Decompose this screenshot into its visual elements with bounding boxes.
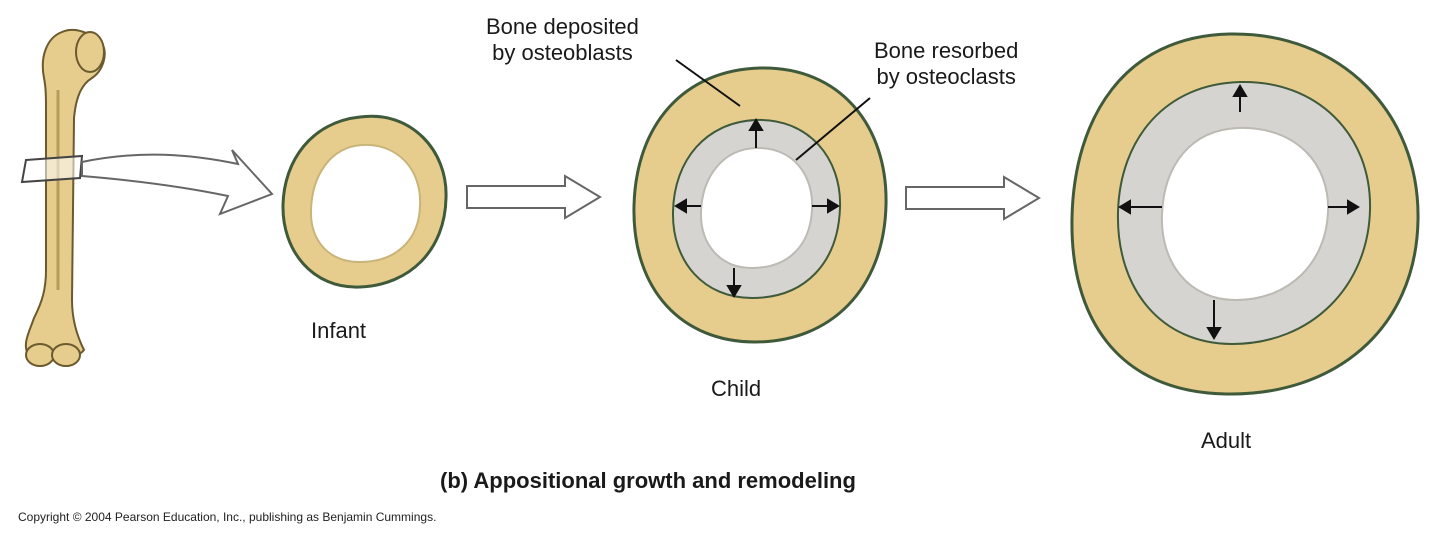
label-bone-resorbed-line1: Bone resorbed — [874, 38, 1019, 63]
adult-cross-section — [1070, 32, 1420, 396]
adult-growth-arrows — [1118, 84, 1360, 340]
label-infant: Infant — [311, 318, 367, 343]
growth-arrow-1 — [466, 174, 602, 220]
growth-arrow-2 — [905, 175, 1041, 221]
label-bone-resorbed: Bone resorbed by osteoclasts — [874, 38, 1018, 90]
slice-plane — [20, 154, 84, 184]
label-bone-resorbed-line2: by osteoclasts — [876, 64, 1016, 89]
label-bone-deposited: Bone deposited by osteoblasts — [486, 14, 639, 66]
curved-arrow — [81, 149, 274, 216]
label-child: Child — [711, 376, 762, 401]
copyright-notice: Copyright © 2004 Pearson Education, Inc.… — [18, 510, 437, 524]
infant-cross-section — [281, 114, 448, 289]
label-adult: Adult — [1201, 428, 1252, 453]
leader-bone-deposited — [675, 59, 741, 107]
label-bone-deposited-line1: Bone deposited — [486, 14, 639, 39]
label-bone-deposited-line2: by osteoblasts — [492, 40, 633, 65]
femur-illustration — [24, 28, 106, 367]
leader-bone-resorbed — [795, 97, 871, 161]
figure-caption: (b) Appositional growth and remodeling — [440, 468, 856, 493]
child-growth-arrows — [674, 118, 840, 298]
child-cross-section — [632, 66, 888, 344]
